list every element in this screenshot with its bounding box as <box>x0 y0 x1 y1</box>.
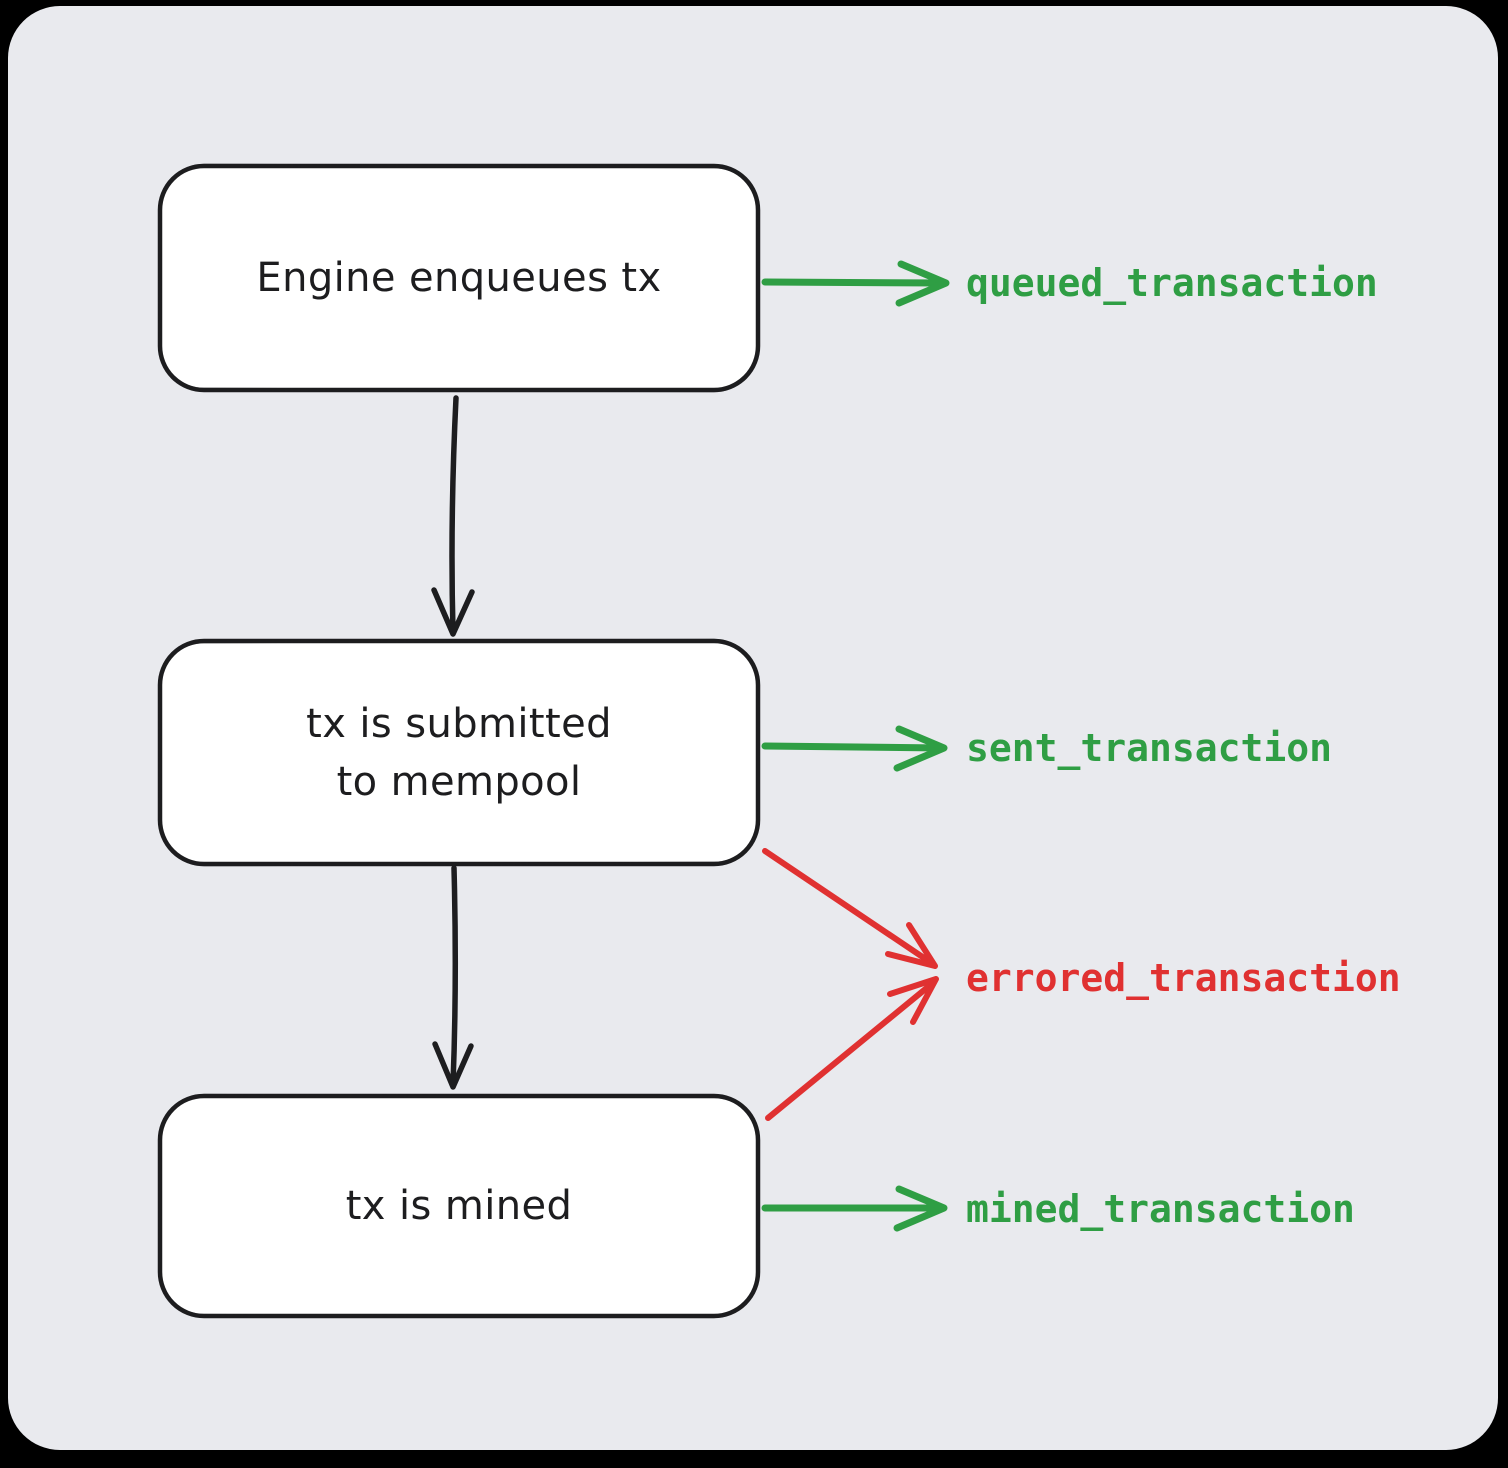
event-label-sent-transaction: sent_transaction <box>966 726 1333 770</box>
node-label-text: tx is mined <box>345 1183 573 1229</box>
arrow-mined-to-errored-transaction <box>765 976 939 1121</box>
node-label-line-1: tx is submitted <box>306 700 612 747</box>
node-label-tx-is-mined: tx is mined <box>160 1096 758 1316</box>
flowchart-canvas: Engine enqueues tx tx is submitted to me… <box>8 6 1498 1450</box>
arrow-queued-transaction <box>761 260 950 307</box>
node-label-text: Engine enqueues tx <box>256 255 662 301</box>
node-label-line-2: to mempool <box>336 758 582 805</box>
node-label-engine-enqueues-tx: Engine enqueues tx <box>160 166 758 390</box>
event-label-errored-transaction: errored_transaction <box>966 956 1401 1000</box>
arrow-sent-transaction <box>761 725 948 772</box>
arrow-mempool-to-errored-transaction <box>762 848 938 969</box>
arrow-mined-transaction <box>761 1185 948 1232</box>
arrow-engine-to-mempool <box>431 395 475 637</box>
node-label-tx-submitted-to-mempool: tx is submitted to mempool <box>160 641 758 864</box>
event-label-queued-transaction: queued_transaction <box>966 261 1378 305</box>
event-label-mined-transaction: mined_transaction <box>966 1187 1355 1231</box>
arrow-mempool-to-mined <box>432 865 474 1090</box>
